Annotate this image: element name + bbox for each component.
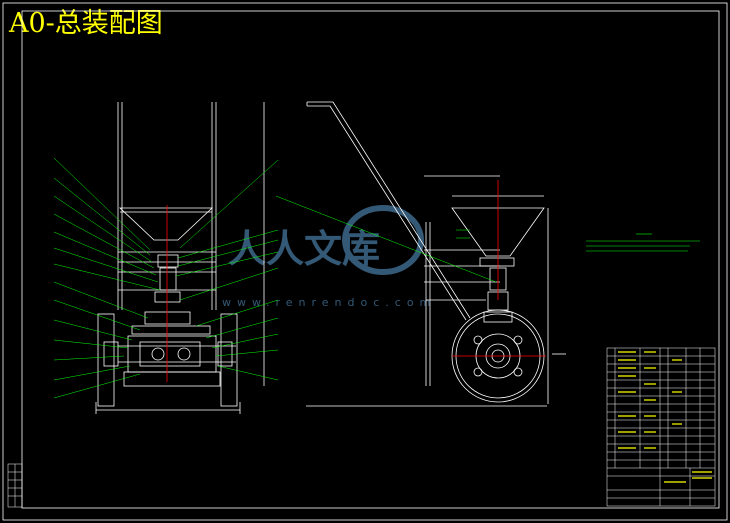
- watermark-url: www.renrendoc.com: [222, 296, 436, 309]
- title-block: [606, 347, 716, 507]
- watermark: 人人文库 www.renrendoc.com: [222, 205, 436, 309]
- left-margin-strip: [7, 463, 23, 508]
- drawing-title: A0-总装配图: [9, 8, 163, 39]
- parts-list-text-marks: [618, 351, 712, 483]
- side-view-centerline: [452, 180, 546, 357]
- side-view-leaders: [275, 195, 497, 283]
- technical-notes: [586, 233, 700, 252]
- front-view-leaders: [53, 157, 279, 399]
